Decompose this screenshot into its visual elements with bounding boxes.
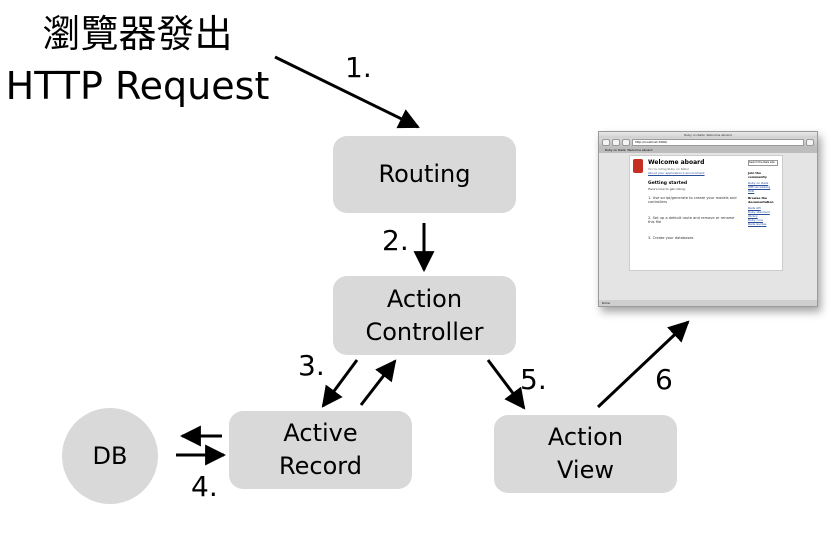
welcome-heading: Welcome aboard [648,159,705,166]
browser-title-bar: Ruby on Rails: Welcome aboard [599,132,817,138]
action-view-label-line-2: View [557,456,614,484]
join-link-2: Official weblog [748,185,771,189]
reload-icon [622,139,630,146]
arrow-record-to-controller [359,359,397,406]
step-label-1: 1. [345,51,372,84]
db-node: DB [62,408,158,504]
browser-toolbar: http://localhost:3000/ [599,138,817,147]
back-icon [602,139,610,146]
arrow-view-to-browser [596,320,690,409]
getting-started-sub: Here's how to get rolling: [648,187,686,191]
browser-content: Welcome aboard You're riding Ruby on Rai… [599,153,817,300]
browse-link-4: Rails Guides [748,222,767,226]
db-label: DB [92,442,128,470]
browser-url-bar: http://localhost:3000/ [632,139,804,146]
routing-label: Routing [378,160,471,188]
arrow-request-to-routing [274,55,420,129]
join-heading: Join the community [748,171,767,179]
title-line-2: HTTP Request [5,64,270,108]
action-controller-node: Action Controller [333,276,516,355]
browser-status-bar: Done [599,300,817,306]
step-label-5: 5. [520,363,547,396]
rails-welcome-page: Welcome aboard You're riding Ruby on Rai… [629,155,783,271]
active-record-label-line-2: Record [279,452,362,480]
rails-logo-icon [633,159,643,173]
browse-heading: Browse the documentation [748,196,774,204]
step-1-text: 1. Use script/generate to create your mo… [648,196,737,204]
welcome-subheading: You're riding Ruby on Rails! [648,167,689,171]
step-label-2: 2. [382,224,409,257]
search-button: Search the Rails site [748,160,778,166]
action-view-label-line-1: Action [547,423,624,451]
step-3-text: 3. Create your databases [648,236,694,240]
active-record-label-line-1: Active [283,419,358,447]
browse-link-3: Ruby core [748,218,763,222]
browser-screenshot: Ruby on Rails: Welcome aboard http://loc… [598,131,818,307]
step-2-text: 2. Set up a default route and remove or … [648,216,735,224]
search-icon [806,139,814,146]
arrow-controller-to-view [486,359,526,410]
routing-node: Routing [333,136,516,213]
action-controller-label-line-1: Action [386,284,463,313]
browse-link-2: Ruby standard library [748,210,770,218]
action-view-node: Action View [494,415,677,493]
step-label-6: 6 [655,363,673,396]
step-label-4: 4. [191,470,218,503]
title-line-1: 瀏覽器發出 [42,12,233,56]
step-label-3: 3. [298,349,325,382]
sidebar: Search the Rails site Join the community… [748,160,780,226]
active-record-node: Active Record [229,411,412,489]
getting-started-heading: Getting started [648,181,688,186]
arrow-controller-to-record [321,359,359,408]
browse-link-1: Rails API [748,206,761,210]
environment-link: About your application's environment [648,171,705,175]
browser-tab: Ruby on Rails: Welcome aboard [599,147,817,153]
forward-icon [612,139,620,146]
join-link-1: Ruby on Rails [748,181,769,185]
join-link-3: Wiki [748,189,755,193]
action-controller-label-line-2: Controller [365,317,484,346]
diagram-title: 瀏覽器發出 HTTP Request [0,12,275,108]
